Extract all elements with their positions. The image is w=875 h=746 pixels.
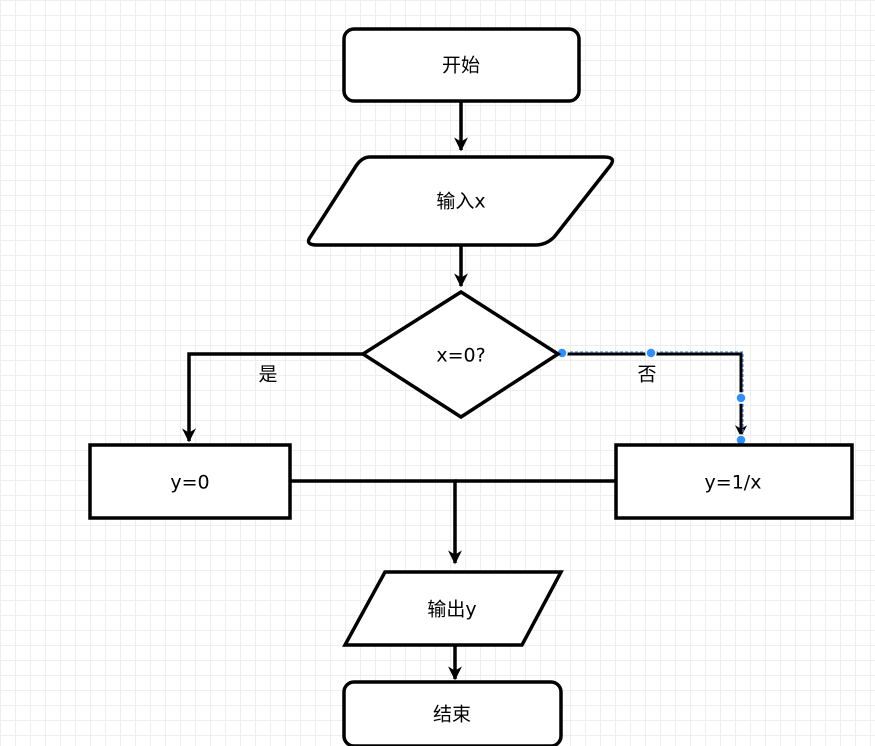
edge-handle-bend[interactable] xyxy=(735,392,747,404)
output-node-label: 输出y xyxy=(427,599,476,621)
decision-node[interactable]: x=0? xyxy=(359,289,562,420)
input-node[interactable]: 输入x xyxy=(306,155,615,247)
yes-process-node[interactable]: y=0 xyxy=(88,443,292,520)
edge-decision-yes[interactable] xyxy=(182,352,363,443)
yes-process-node-label: y=0 xyxy=(170,472,209,494)
no-process-node-label: y=1/x xyxy=(705,472,762,494)
start-node[interactable]: 开始 xyxy=(342,27,581,103)
edge-yes-process-to-output[interactable] xyxy=(290,479,462,565)
edge-handle-mid[interactable] xyxy=(645,347,657,359)
edge-label-no: 否 xyxy=(637,364,656,386)
no-process-node[interactable]: y=1/x xyxy=(614,443,854,520)
start-node-label: 开始 xyxy=(442,55,480,77)
decision-node-label: x=0? xyxy=(436,345,485,367)
end-node-label: 结束 xyxy=(433,704,471,726)
edge-decision-no-selected[interactable] xyxy=(556,347,747,446)
output-node[interactable]: 输出y xyxy=(342,570,564,647)
input-node-label: 输入x xyxy=(436,191,485,213)
edge-label-yes: 是 xyxy=(258,364,277,386)
end-node[interactable]: 结束 xyxy=(342,680,563,746)
